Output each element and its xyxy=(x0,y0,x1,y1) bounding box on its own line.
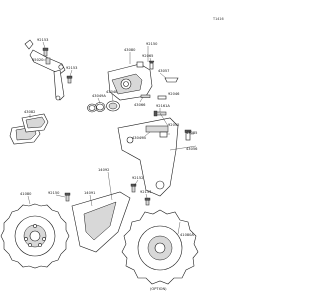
callout-92055: 92055 xyxy=(168,123,179,127)
callout-41080: 41080 xyxy=(20,192,32,196)
callout-43057: 43057 xyxy=(158,69,169,73)
brake-disc-option-41080a xyxy=(121,209,199,285)
exploded-parts-diagram: T1416 92153 55020 92153 43080 92150 9206… xyxy=(0,17,224,291)
disc-guard-14092 xyxy=(71,191,131,253)
callout-41080a: 41080A xyxy=(180,233,194,237)
callout-92152: 92152 xyxy=(132,176,143,180)
callout-92153-c: 92153 xyxy=(140,190,151,194)
brake-disc-41080 xyxy=(0,203,70,269)
shim-43085 xyxy=(184,129,192,141)
bolt-92152 xyxy=(130,183,137,193)
callout-14092: 14092 xyxy=(98,168,109,172)
callout-92046: 92046 xyxy=(168,92,180,96)
piston-43048 xyxy=(106,100,120,112)
callout-92150-a: 92150 xyxy=(146,42,158,46)
bolt-92153-b xyxy=(66,75,73,84)
callout-43056: 43056 xyxy=(186,147,198,151)
callout-option: (OPTION) xyxy=(150,287,167,291)
leader-lines xyxy=(27,41,197,235)
brake-pads-43082 xyxy=(9,113,49,145)
cap-92161a xyxy=(157,95,167,100)
callout-43085: 43085 xyxy=(186,131,197,135)
callout-14091: 14091 xyxy=(84,191,95,195)
bleeder-92065 xyxy=(148,60,155,70)
clip-43057 xyxy=(164,77,179,83)
callout-43080: 43080 xyxy=(124,48,136,52)
callout-92161a: 92161A xyxy=(156,104,170,108)
caliper-assembly-43080 xyxy=(107,61,153,101)
callout-43066: 43066 xyxy=(134,103,146,107)
callout-92153-b: 92153 xyxy=(66,66,77,70)
bolt-92153-a xyxy=(42,47,49,57)
callout-43049a: 43049A xyxy=(92,94,106,98)
collar-55020 xyxy=(45,57,51,65)
callout-43082: 43082 xyxy=(24,110,35,114)
callout-labels: T1416 92153 55020 92153 43080 92150 9206… xyxy=(20,17,224,291)
pin-43066 xyxy=(140,94,151,98)
callout-43048: 43048 xyxy=(106,90,118,94)
diagram-canvas: T1416 92153 55020 92153 43080 92150 9206… xyxy=(0,17,224,291)
figure-code: T1416 xyxy=(212,17,224,21)
pin-92046 xyxy=(153,110,167,117)
callout-92153-a: 92153 xyxy=(37,38,48,42)
seals-43049 xyxy=(87,102,106,113)
callout-55020: 55020 xyxy=(32,58,44,62)
bolt-92150-b xyxy=(64,192,71,202)
boot-92055 xyxy=(159,131,168,138)
callout-92150-b: 92150 xyxy=(48,191,60,195)
callout-92065: 92065 xyxy=(142,54,153,58)
callout-43049b: 43049B xyxy=(132,136,146,140)
caliper-bracket-43056 xyxy=(117,117,179,197)
bolt-92153-c xyxy=(144,197,151,206)
